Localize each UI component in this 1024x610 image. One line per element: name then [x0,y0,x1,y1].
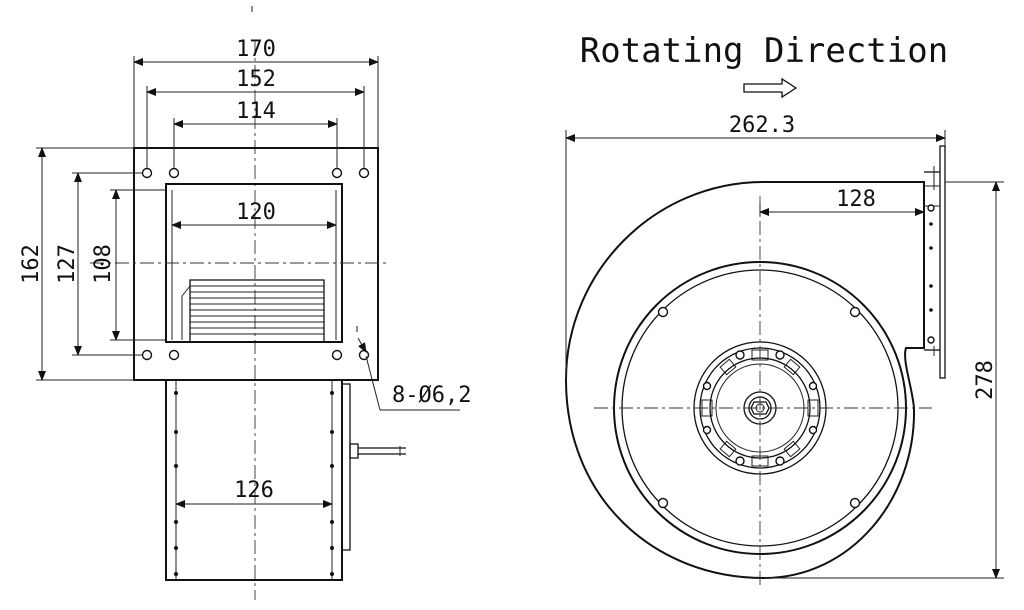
dim-outlet-width: 120 [171,200,337,229]
dim-126: 126 [234,478,274,503]
dim-170: 170 [236,37,276,62]
front-view: 170 152 114 120 162 [19,6,471,600]
dim-120: 120 [236,200,276,225]
dim-hole-span-vertical: 127 [55,172,142,356]
cable-gland [349,443,406,459]
mounting-holes [141,167,370,361]
dim-127: 127 [55,244,80,284]
impeller-blades [181,279,325,343]
blower-body [165,379,406,581]
dim-axis-to-outlet: 128 [759,187,925,216]
rotating-direction-title: Rotating Direction [580,31,948,71]
volute-housing [564,181,925,580]
dim-outlet-height: 108 [91,189,166,341]
dim-278: 278 [973,360,998,400]
dim-flange-height: 162 [19,147,134,381]
dim-152: 152 [236,67,276,92]
dim-108: 108 [91,244,116,284]
direction-arrow-icon [743,77,798,99]
dim-overall-width: 262.3 [565,113,946,380]
dim-128: 128 [836,187,876,212]
side-view: Rotating Direction [564,31,1004,588]
dim-114: 114 [236,99,276,124]
dim-162: 162 [19,244,44,284]
dim-mounting-holes: 8-Ø6,2 [392,383,471,408]
dim-overall-height: 278 [764,181,1004,579]
dim-flange-width: 170 [133,37,379,148]
outlet-flange [924,145,946,379]
dim-hole-span-outer: 152 [146,67,365,168]
dim-body-width: 126 [175,478,333,508]
dim-262-3: 262.3 [729,113,795,138]
dim-hole-span-inner: 114 [173,99,338,168]
hole-callout: 8-Ø6,2 [357,337,471,411]
